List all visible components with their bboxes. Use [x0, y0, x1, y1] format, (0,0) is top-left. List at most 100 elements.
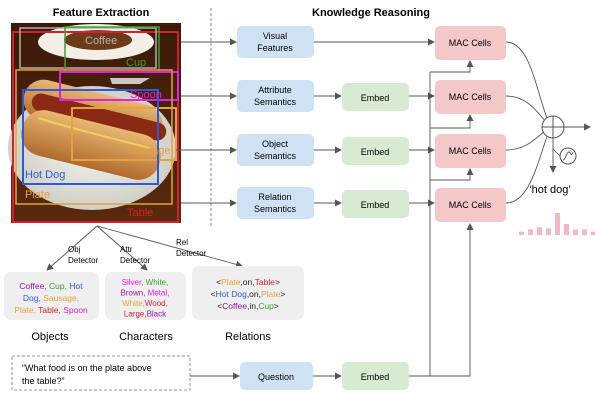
embed-object — [342, 137, 409, 165]
relation-semantics-box — [237, 187, 314, 219]
panel-term: Metal, — [148, 289, 170, 298]
panel-term: Table, — [38, 305, 63, 315]
answer-bar — [546, 228, 551, 235]
attribute-semantics-line1: Attribute — [258, 85, 292, 95]
embed-attribute-label: Embed — [361, 93, 390, 103]
object-semantics-line1: Object — [262, 139, 289, 149]
panel-term: > — [274, 301, 279, 311]
mac-cell-2-label: MAC Cells — [449, 92, 492, 102]
panel-term: White, — [146, 278, 169, 287]
embed-boxes: Embed Embed Embed Embed — [342, 83, 409, 390]
answer-distribution — [519, 213, 595, 235]
panel-term: > — [275, 277, 280, 287]
panel-term: Cup, — [49, 281, 69, 291]
panel-term: Coffee, — [19, 281, 49, 291]
detector-arrows — [46, 225, 243, 271]
embed-relation-label: Embed — [361, 200, 390, 210]
detection-labels: Coffee Cup Spoon Sausage Hot Dog Plate T… — [25, 35, 170, 219]
answer-bar — [573, 229, 578, 235]
answer-bar — [537, 227, 542, 235]
panel-line: <Hot Dog,on,Plate> — [211, 289, 286, 299]
mac-cell-4-label: MAC Cells — [449, 200, 492, 210]
image-arrows — [176, 38, 237, 207]
panel-line: Plate, Table, Spoon — [14, 305, 88, 315]
box-spoon — [59, 71, 179, 101]
panel-term: < — [211, 289, 216, 299]
detection-boxes — [12, 26, 179, 223]
food-photo — [8, 23, 181, 223]
answer-bar — [591, 231, 595, 235]
relation-semantics-line1: Relation — [258, 192, 291, 202]
panel-term: Plate — [261, 289, 281, 299]
objects-panel — [4, 272, 99, 320]
embed-attribute — [342, 83, 409, 111]
panel-term: Hot Dog — [216, 289, 247, 299]
activation-icon — [559, 147, 577, 165]
characters-panel-text: Silver, White, Brown, Metal,White,Wood,L… — [121, 278, 170, 319]
object-semantics-box — [237, 134, 314, 166]
panel-term: Silver, — [122, 278, 146, 287]
answer-bar — [519, 231, 524, 235]
visual-features-line1: Visual — [263, 31, 287, 41]
question-line1: “What food is on the plate above — [22, 363, 152, 373]
panel-line: Brown, Metal, — [121, 289, 170, 298]
mac-cell-4 — [435, 188, 506, 222]
box-hotdog — [22, 89, 159, 185]
embed-question-label: Embed — [361, 372, 390, 382]
attribute-semantics-box — [237, 80, 314, 112]
panel-term: < — [217, 301, 222, 311]
relation-semantics-line2: Semantics — [254, 204, 297, 214]
middle-arrows — [313, 38, 591, 380]
box-sausage — [71, 107, 177, 161]
question-box — [240, 362, 313, 390]
feature-extraction-header: Feature Extraction — [53, 7, 150, 19]
mac-cell-2 — [435, 80, 506, 114]
panel-term: Brown, — [121, 289, 148, 298]
panel-term: Dog, — [23, 293, 43, 303]
answer-bar — [564, 224, 569, 235]
panel-line: White,Wood, — [122, 299, 168, 308]
mac-cells: MAC Cells MAC Cells MAC Cells MAC Cells — [435, 26, 506, 222]
object-semantics-line2: Semantics — [254, 151, 297, 161]
embed-question — [342, 362, 409, 390]
box-label-hotdog: Hot Dog — [25, 169, 65, 181]
panel-line: Silver, White, — [122, 278, 169, 287]
panel-term: White, — [122, 299, 145, 308]
panel-term: Wood, — [145, 299, 168, 308]
box-label-table: Table — [127, 207, 153, 219]
panel-line: Large,Black — [124, 310, 167, 319]
panel-term: ,on, — [240, 277, 254, 287]
panel-term: > — [280, 289, 285, 299]
panel-term: ,in, — [247, 301, 258, 311]
panel-term: Table — [255, 277, 276, 287]
answer-bar — [555, 213, 560, 235]
characters-panel — [105, 272, 186, 320]
rel-detector-line1: Rel — [176, 238, 188, 247]
blue-boxes: Visual Features Attribute Semantics Obje… — [237, 26, 314, 390]
panel-term: Spoon — [63, 305, 88, 315]
answer-label: ‘hot dog’ — [529, 184, 571, 196]
box-plate — [15, 69, 173, 205]
relations-panel-text: <Plate,on,Table><Hot Dog,on,Plate><Coffe… — [211, 277, 286, 311]
box-label-spoon: Spoon — [130, 89, 162, 101]
relations-panel — [192, 266, 304, 320]
panel-term: Plate — [221, 277, 241, 287]
panel-term: Coffee — [222, 301, 247, 311]
rel-detector-line2: Detector — [176, 249, 207, 258]
panel-term: Cup — [258, 301, 274, 311]
panel-line: <Plate,on,Table> — [216, 277, 280, 287]
panel-term: Plate, — [14, 305, 38, 315]
mac-cell-1-label: MAC Cells — [449, 38, 492, 48]
mac-cell-1 — [435, 26, 506, 60]
activation-connector — [552, 148, 561, 157]
panel-term: < — [216, 277, 221, 287]
question-box-label: Question — [258, 372, 294, 382]
panel-line: Coffee, Cup, Hot — [19, 281, 83, 291]
question-text-box — [11, 355, 191, 391]
obj-detector-line2: Detector — [68, 256, 99, 265]
visual-features-line2: Features — [257, 43, 293, 53]
sum-node — [541, 115, 565, 139]
knowledge-reasoning-header: Knowledge Reasoning — [312, 7, 430, 19]
